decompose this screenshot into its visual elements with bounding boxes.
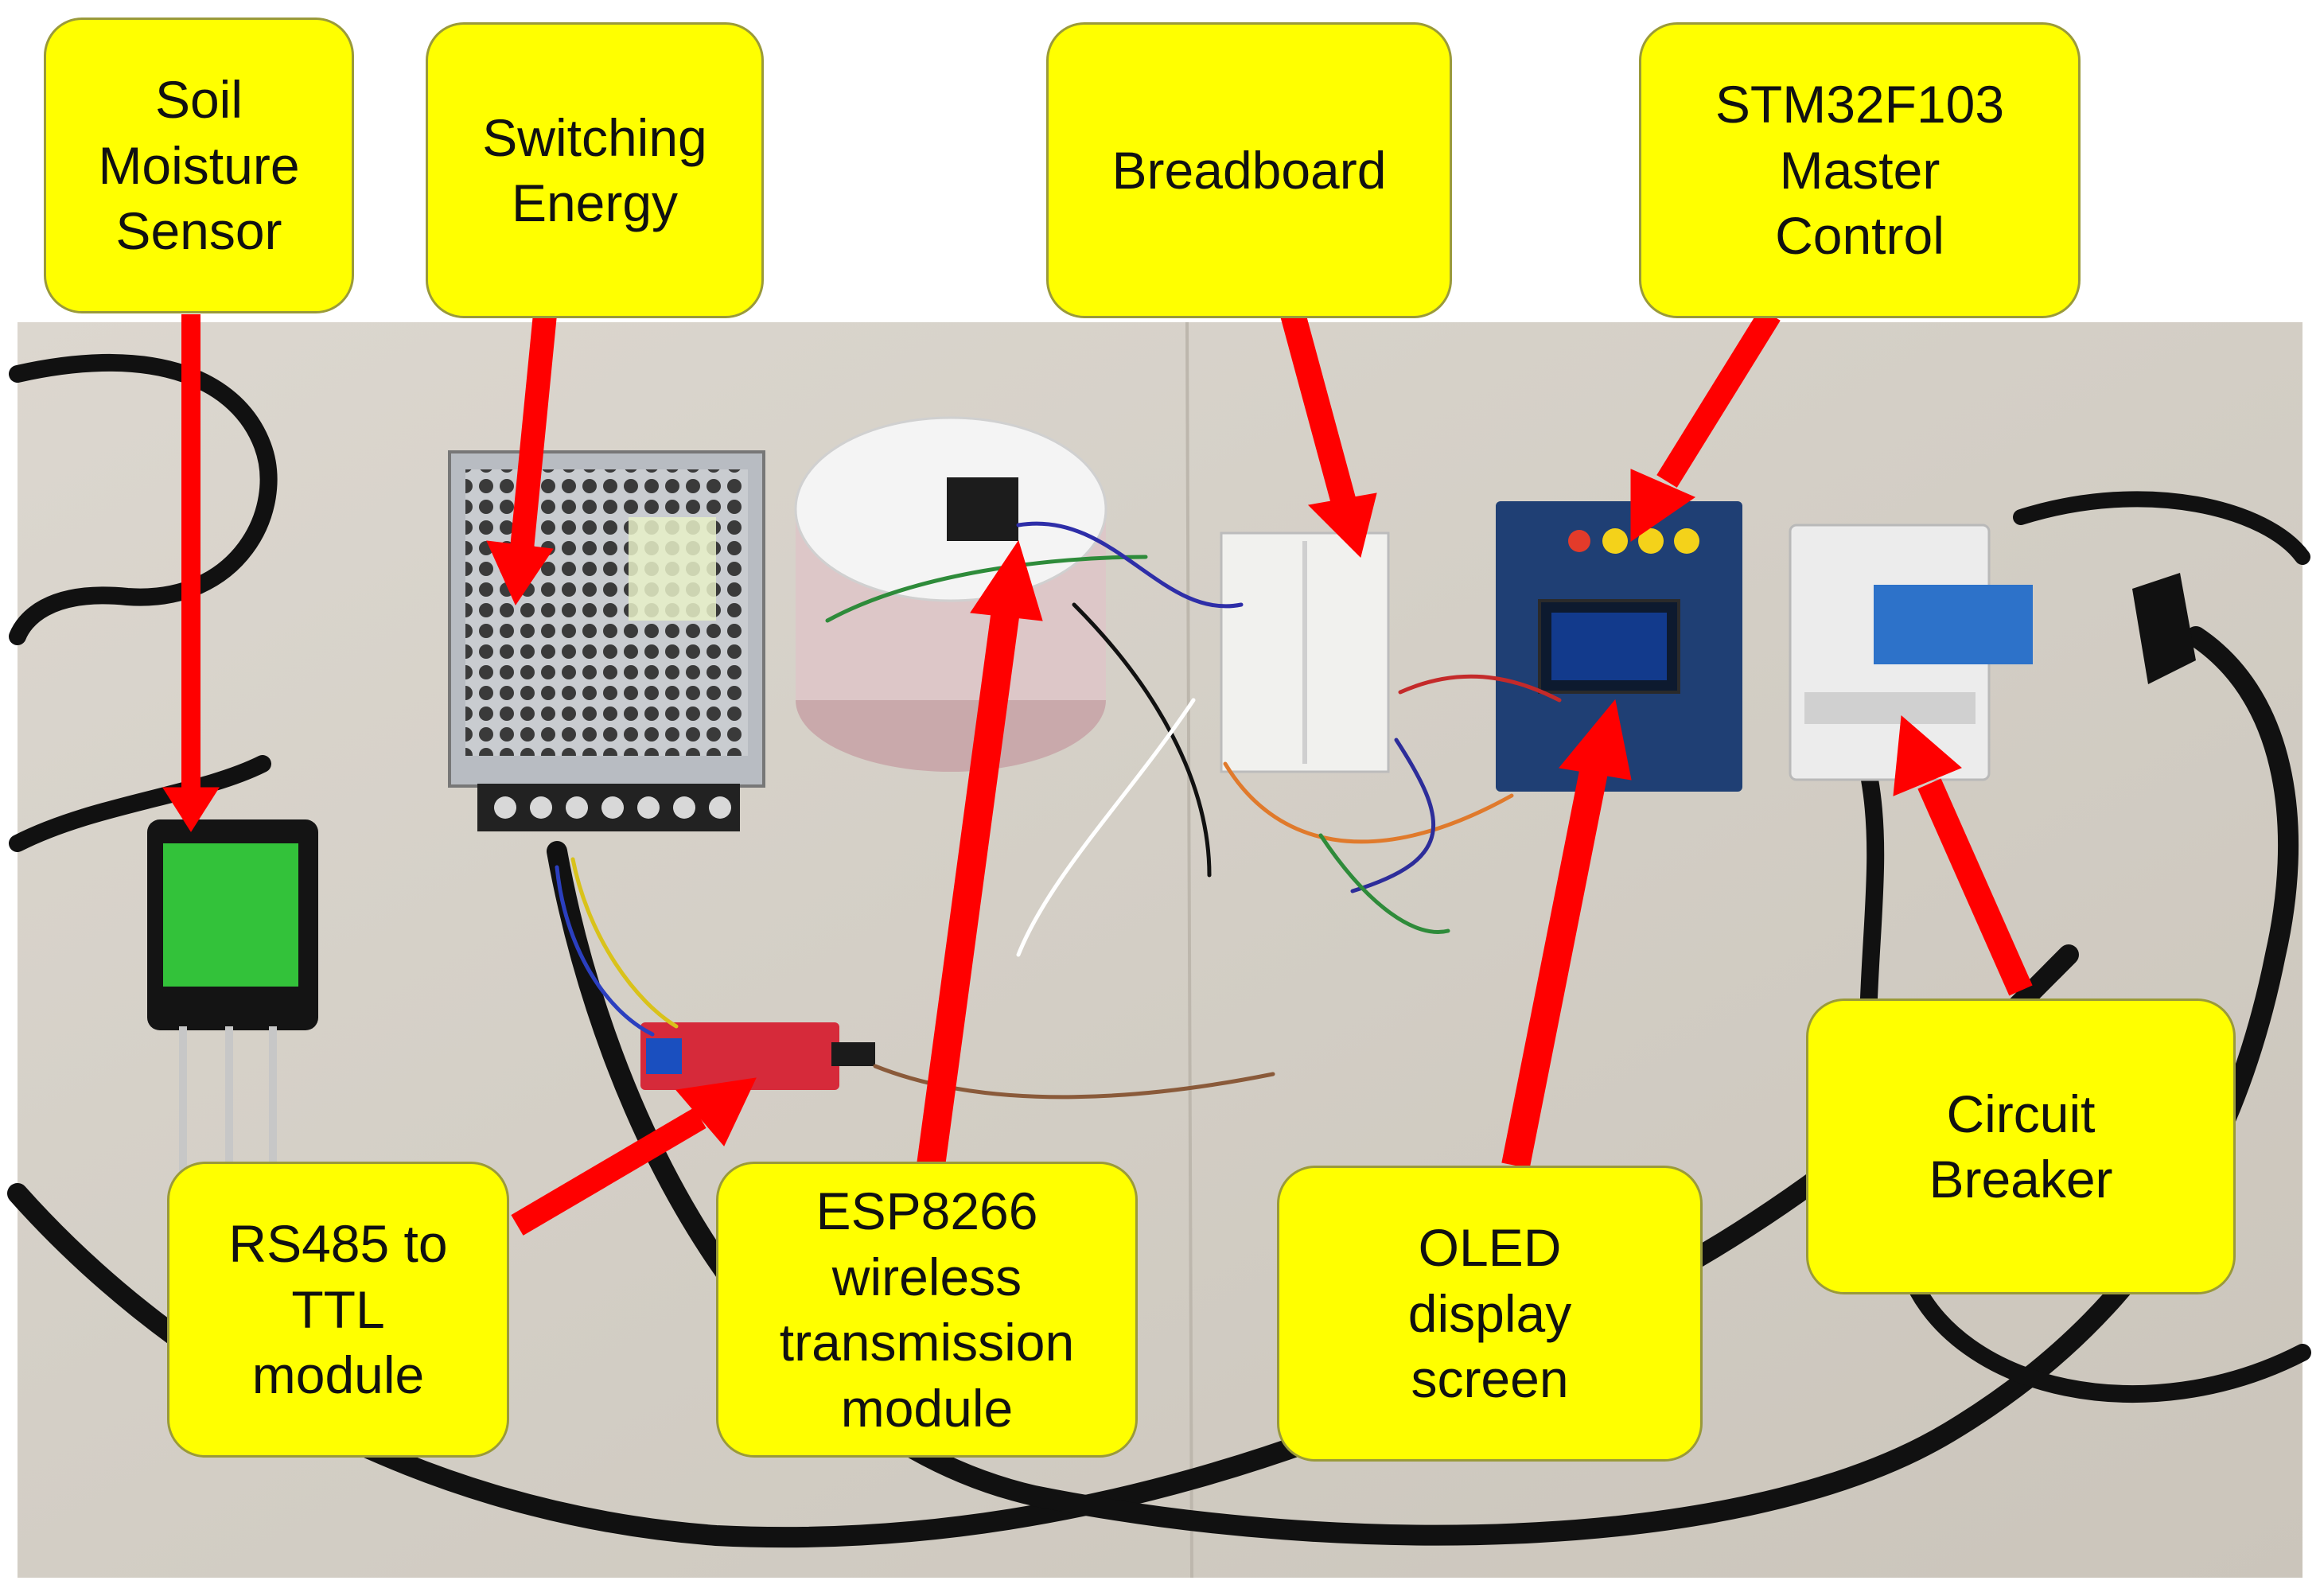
callout-stm32-master-control: STM32F103 Master Control — [1639, 22, 2081, 318]
rs485-module — [640, 1022, 875, 1090]
arrow-soil-moisture — [162, 314, 220, 832]
callout-esp8266-module: ESP8266 wireless transmission module — [716, 1162, 1138, 1458]
white-container — [794, 416, 1107, 772]
circuit-breaker — [1789, 524, 2033, 781]
arrow-stm32 — [1630, 308, 1781, 542]
jumper-wires — [555, 521, 1562, 1100]
arrow-oled — [1501, 699, 1632, 1169]
switching-power-supply — [448, 450, 765, 831]
callout-oled-display: OLED display screen — [1277, 1166, 1703, 1462]
wall-plug — [2132, 573, 2196, 684]
arrow-rs485 — [511, 1077, 757, 1236]
callout-switching-energy: Switching Energy — [426, 22, 764, 318]
floor-seam — [1185, 321, 1193, 1578]
arrow-esp8266 — [917, 539, 1043, 1168]
stm32-board — [1496, 501, 1742, 792]
arrow-switching-energy — [486, 313, 557, 606]
breadboard — [1220, 531, 1390, 773]
arrow-circuit-breaker — [1893, 714, 2033, 996]
callout-soil-moisture-sensor: Soil Moisture Sensor — [44, 18, 354, 313]
callout-circuit-breaker: Circuit Breaker — [1806, 998, 2236, 1294]
soil-moisture-sensor — [147, 819, 318, 1241]
arrow-breadboard — [1280, 310, 1377, 558]
pointer-arrows — [162, 308, 2033, 1236]
callout-rs485-ttl-module: RS485 to TTL module — [167, 1162, 509, 1458]
callout-breadboard: Breadboard — [1046, 22, 1452, 318]
